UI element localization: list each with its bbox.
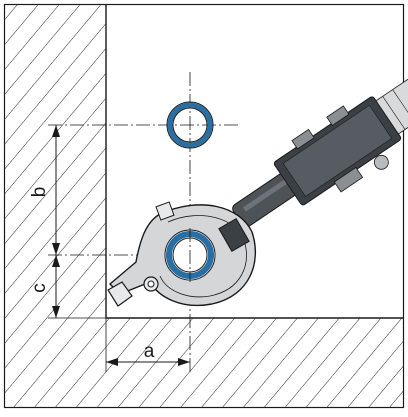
dimension-c <box>48 255 106 319</box>
tool-handle <box>232 72 408 228</box>
dimension-b <box>52 125 60 255</box>
dimension-c-label: c <box>29 283 50 293</box>
wall-hatching <box>4 4 404 408</box>
upper-pipe <box>166 101 214 149</box>
dimension-a <box>105 318 190 372</box>
dimension-b-label: b <box>29 187 50 198</box>
dimension-a-label: a <box>144 341 155 362</box>
